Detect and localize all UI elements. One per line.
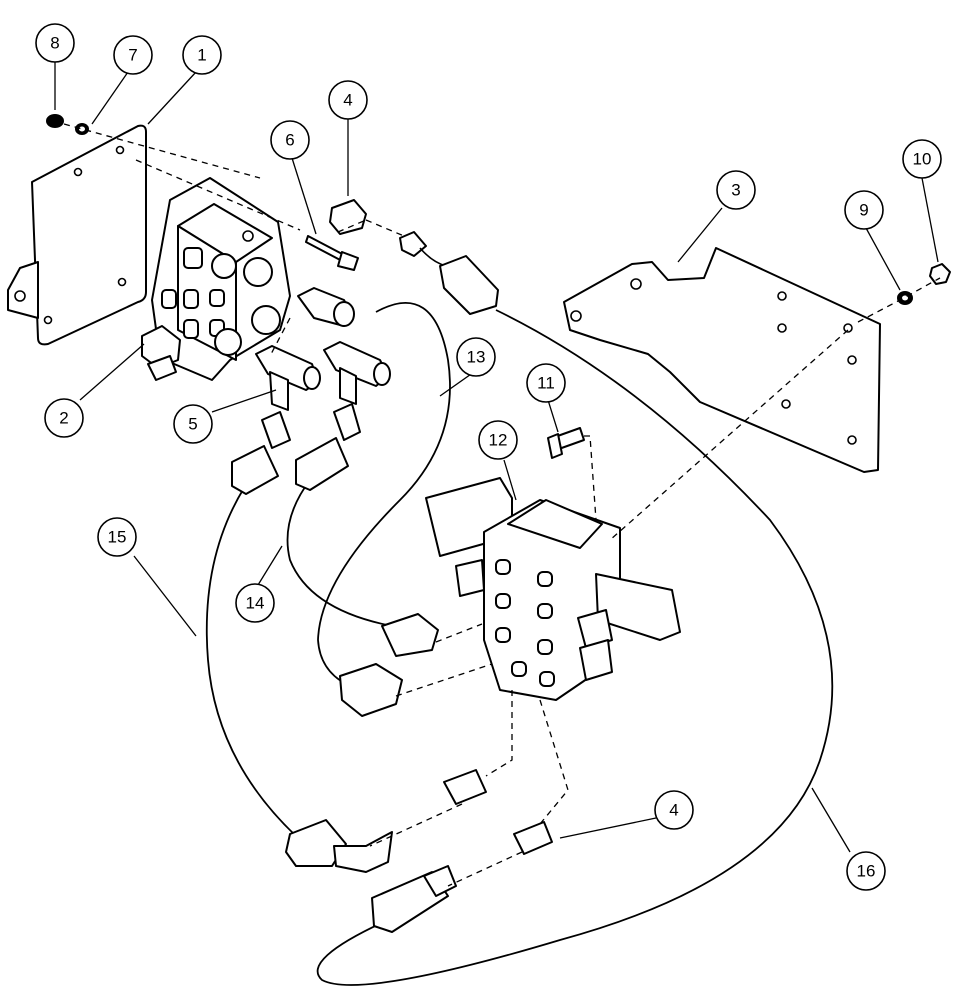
callout-16: 16 (846, 851, 886, 891)
nut-8 (46, 114, 64, 128)
washer-7 (75, 123, 89, 135)
callout-label: 12 (489, 431, 508, 450)
callout-6: 6 (270, 120, 310, 160)
valve-block (151, 177, 291, 381)
callout-13: 13 (456, 337, 496, 377)
hose-end-16 (371, 865, 457, 933)
washer-9 (897, 291, 913, 305)
fitting-2 (141, 325, 181, 381)
callout-4-top: 4 (328, 80, 368, 120)
callout-7: 7 (113, 35, 153, 75)
connector-plug (399, 231, 499, 315)
callout-label: 6 (285, 131, 294, 150)
callout-label: 8 (50, 34, 59, 53)
callout-4-lower: 4 (654, 790, 694, 830)
tee-fitting-5a (255, 345, 321, 411)
assembly-lines (63, 123, 941, 887)
adapter-4-lower (513, 821, 553, 855)
callout-label: 4 (669, 801, 678, 820)
callout-3: 3 (716, 170, 756, 210)
callout-15: 15 (97, 517, 137, 557)
callout-10: 10 (902, 139, 942, 179)
callout-5: 5 (173, 404, 213, 444)
callout-label: 14 (246, 594, 265, 613)
bolt-6 (305, 235, 359, 271)
control-valve-12 (425, 477, 681, 701)
bracket-3 (563, 247, 881, 473)
hose-end-13 (339, 663, 403, 717)
hose-14 (286, 479, 393, 627)
callout-label: 15 (108, 528, 127, 547)
callout-9: 9 (844, 190, 884, 230)
callout-2: 2 (44, 398, 84, 438)
callout-label: 4 (343, 91, 352, 110)
callout-11: 11 (526, 363, 566, 403)
adapter-lower-a (443, 769, 487, 805)
hose-15 (205, 487, 297, 837)
hose-13 (317, 302, 451, 685)
callout-1: 1 (182, 35, 222, 75)
callout-label: 13 (467, 348, 486, 367)
hose-end-upper-right (295, 403, 361, 491)
callout-label: 5 (188, 415, 197, 434)
callout-label: 3 (731, 181, 740, 200)
bolt-11 (547, 427, 585, 459)
callout-14: 14 (235, 583, 275, 623)
nut-10 (929, 263, 951, 285)
callout-label: 9 (859, 201, 868, 220)
callout-label: 7 (128, 46, 137, 65)
hose-end-upper-left (231, 411, 291, 495)
adapter-4-top (329, 199, 367, 235)
callout-label: 1 (197, 46, 206, 65)
callout-label: 10 (913, 150, 932, 169)
hose-end-14 (381, 613, 439, 657)
hose-end-15 (285, 819, 393, 873)
callout-8: 8 (35, 23, 75, 63)
tee-fitting-5b (323, 341, 391, 405)
callout-12: 12 (478, 420, 518, 460)
callout-label: 16 (857, 862, 876, 881)
callout-label: 2 (59, 409, 68, 428)
mounting-plate (7, 124, 147, 346)
elbow-fitting (297, 287, 355, 327)
callout-label: 11 (537, 374, 555, 393)
leader-lines (54, 62, 939, 853)
